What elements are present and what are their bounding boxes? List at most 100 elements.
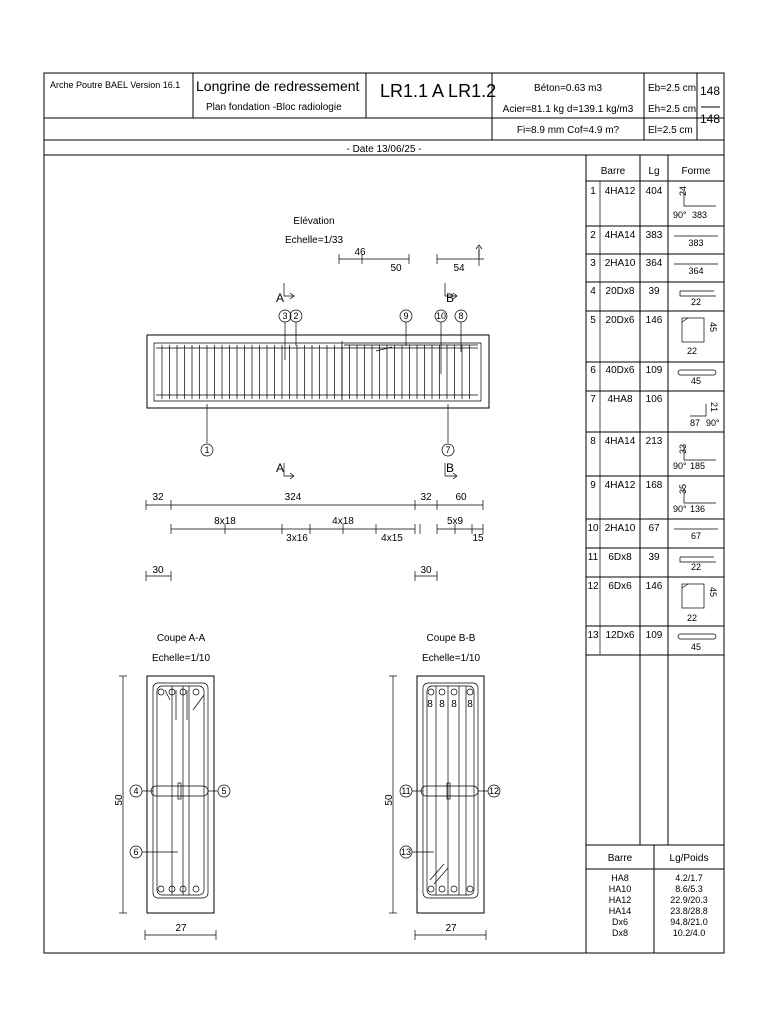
bar-number: 10 — [587, 523, 599, 534]
rebar-dot — [466, 688, 474, 696]
rebar-dot — [157, 688, 165, 696]
shape-dim: 22 — [687, 346, 697, 356]
bar-number: 3 — [590, 258, 596, 269]
software-name: Arche Poutre BAEL Version 16.1 — [50, 80, 180, 90]
spacing-label: 5x9 — [447, 516, 464, 527]
elevation-view: Elévation Echelle=1/33 46 50 54 A B — [145, 216, 490, 581]
shape-angle: 90° — [706, 418, 720, 428]
bar-length: 109 — [646, 365, 663, 376]
bar-callout: 6 — [133, 847, 138, 857]
dim-bottom: 324 — [285, 492, 302, 503]
section-bb-scale: Echelle=1/10 — [422, 653, 481, 664]
shape-dim: 45 — [708, 587, 718, 597]
bar-designation: 12Dx6 — [606, 630, 635, 641]
bar-mark: 8 — [467, 699, 473, 710]
shape-dim: 45 — [691, 642, 701, 652]
bar-designation: 4HA12 — [605, 186, 636, 197]
weight-header-barre: Barre — [608, 853, 633, 864]
rebar-dot — [168, 688, 176, 696]
bar-length: 146 — [646, 581, 663, 592]
elevation-title: Elévation — [293, 216, 334, 227]
shape-dim: 87 — [690, 418, 700, 428]
rebar-dot — [179, 885, 187, 893]
table-header-lg: Lg — [648, 166, 659, 177]
bar-length: 39 — [648, 286, 660, 297]
shape-dim: 364 — [688, 266, 703, 276]
bar-number: 5 — [590, 315, 596, 326]
spacing-label: 8x18 — [214, 516, 236, 527]
bar-length: 364 — [646, 258, 663, 269]
bar-designation: 40Dx6 — [606, 365, 635, 376]
shape-dim: 24 — [678, 186, 688, 196]
bar-designation: 4HA8 — [607, 394, 632, 405]
bar-length: 404 — [646, 186, 663, 197]
bar-number: 13 — [587, 630, 599, 641]
rebar-dot — [450, 885, 458, 893]
shape-dim: 22 — [691, 297, 701, 307]
steel-weight: Acier=81.1 kg d=139.1 kg/m3 — [503, 104, 634, 115]
bar-length: 383 — [646, 230, 663, 241]
bar-callout: 13 — [401, 847, 411, 857]
shape-angle: 90° — [673, 461, 687, 471]
section-bb-view: Coupe B-B Echelle=1/10 8 8 8 8 — [384, 633, 501, 940]
bar-number: 4 — [590, 286, 596, 297]
shape-dim: 35 — [678, 484, 688, 494]
bar-number: 9 — [590, 480, 596, 491]
rebar-dot — [450, 688, 458, 696]
weight-row-barre: Dx6 — [612, 917, 628, 927]
section-marker-b-bottom: B — [446, 461, 454, 475]
bar-callout: 12 — [489, 786, 499, 796]
weight-row-value: 4.2/1.7 — [675, 873, 703, 883]
section-marker-a-bottom: A — [276, 461, 284, 475]
rebar-dot — [192, 688, 200, 696]
dim-top: 46 — [354, 247, 366, 258]
section-aa-scale: Echelle=1/10 — [152, 653, 211, 664]
element-reference: LR1.1 A LR1.2 — [380, 81, 496, 101]
bar-callout: 3 — [282, 311, 287, 321]
shape-dim: 45 — [708, 322, 718, 332]
shape-dim: 22 — [691, 562, 701, 572]
bar-length: 39 — [648, 552, 660, 563]
drawing-title: Longrine de redressement — [196, 78, 360, 94]
bar-designation: 4HA14 — [605, 436, 636, 447]
section-width: 27 — [445, 923, 457, 934]
bar-callout: 10 — [436, 311, 446, 321]
weight-row-value: 10.2/4.0 — [673, 928, 706, 938]
weight-row-barre: HA8 — [611, 873, 629, 883]
dim-bottom: 32 — [152, 492, 164, 503]
rebar-dot — [427, 688, 435, 696]
bar-designation: 6Dx8 — [608, 552, 632, 563]
anchor-dim: 30 — [152, 565, 164, 576]
title-block: Arche Poutre BAEL Version 16.1 Longrine … — [43, 72, 725, 954]
drawing-date: - Date 13/06/25 - — [346, 144, 421, 155]
weight-row-value: 94.8/21.0 — [670, 917, 708, 927]
crack-info: Fi=8.9 mm Cof=4.9 m? — [517, 125, 620, 136]
bar-callout: 4 — [133, 786, 138, 796]
weight-row-barre: HA14 — [609, 906, 632, 916]
section-aa-view: Coupe A-A Echelle=1/10 — [114, 633, 231, 940]
rebar-dot — [179, 688, 187, 696]
dim-bottom: 60 — [455, 492, 467, 503]
bar-number: 12 — [587, 581, 599, 592]
section-width: 27 — [175, 923, 187, 934]
spacing-label: 4x15 — [381, 533, 403, 544]
rebar-dot — [466, 885, 474, 893]
bar-schedule-table: Barre Lg Forme 1 4HA12 404 24 90° 383 2 … — [585, 155, 724, 953]
shape-dim: 22 — [687, 613, 697, 623]
section-height: 50 — [384, 794, 395, 806]
shape-dim: 45 — [691, 376, 701, 386]
shape-dim: 383 — [692, 210, 707, 220]
bar-callout: 5 — [221, 786, 226, 796]
shape-dim: 383 — [688, 238, 703, 248]
weight-row-value: 8.6/5.3 — [675, 884, 703, 894]
shape-dim: 33 — [678, 444, 688, 454]
weight-row-value: 23.8/28.8 — [670, 906, 708, 916]
shape-dim: 67 — [691, 531, 701, 541]
bar-length: 106 — [646, 394, 663, 405]
bar-callout: 8 — [458, 311, 463, 321]
rebar-dot — [438, 885, 446, 893]
bar-callout: 9 — [403, 311, 408, 321]
bar-length: 213 — [646, 436, 663, 447]
shape-dim: 185 — [690, 461, 705, 471]
